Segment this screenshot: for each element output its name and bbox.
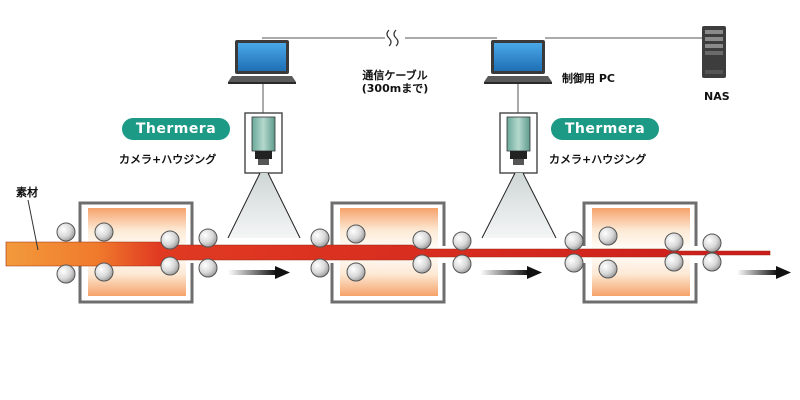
roller-icon xyxy=(664,252,684,272)
roller-icon xyxy=(664,232,684,252)
roller-icon xyxy=(198,258,218,278)
roller-icon xyxy=(198,228,218,248)
cable-label: 通信ケーブル (300mまで) xyxy=(352,69,438,95)
cable-label-line1: 通信ケーブル xyxy=(362,69,428,82)
roller-icon xyxy=(310,258,330,278)
roller-icon xyxy=(598,226,618,246)
roller-icon xyxy=(702,233,722,253)
roller-icon xyxy=(94,262,114,282)
roller-icon xyxy=(412,254,432,274)
camera-housing xyxy=(227,112,301,239)
roller-icon xyxy=(56,222,76,242)
rollers xyxy=(56,222,722,284)
roller-icon xyxy=(56,264,76,284)
roller-icon xyxy=(160,256,180,276)
brand-badge: Thermera xyxy=(122,118,230,140)
roller-icon xyxy=(310,228,330,248)
camera-housing-label: カメラ+ハウジング xyxy=(549,153,647,166)
arrow-right-icon xyxy=(480,266,542,279)
roller-icon xyxy=(412,230,432,250)
laptop-icon xyxy=(228,40,296,84)
roller-icon xyxy=(452,231,472,251)
cable-break-icon xyxy=(386,29,399,47)
server-icon xyxy=(702,26,726,78)
roller-icon xyxy=(346,262,366,282)
roller-icon xyxy=(160,230,180,250)
camera-housing xyxy=(481,112,557,239)
cable-label-line2: (300mまで) xyxy=(361,82,429,95)
roller-icon xyxy=(564,231,584,251)
arrow-right-icon xyxy=(228,266,290,279)
laptop-icon xyxy=(484,40,552,84)
network-lines xyxy=(262,37,712,113)
roller-icon xyxy=(346,224,366,244)
roller-icon xyxy=(598,259,618,279)
roller-icon xyxy=(452,254,472,274)
roller-icon xyxy=(702,252,722,272)
roller-icon xyxy=(564,253,584,273)
arrow-right-icon xyxy=(737,266,791,279)
roller-icon xyxy=(94,222,114,242)
control-pc-label: 制御用 PC xyxy=(562,72,615,85)
nas-label: NAS xyxy=(704,90,730,103)
brand-badge: Thermera xyxy=(551,118,659,140)
material-pointer xyxy=(27,199,39,251)
material-label: 素材 xyxy=(16,186,38,199)
camera-housing-label: カメラ+ハウジング xyxy=(119,153,217,166)
